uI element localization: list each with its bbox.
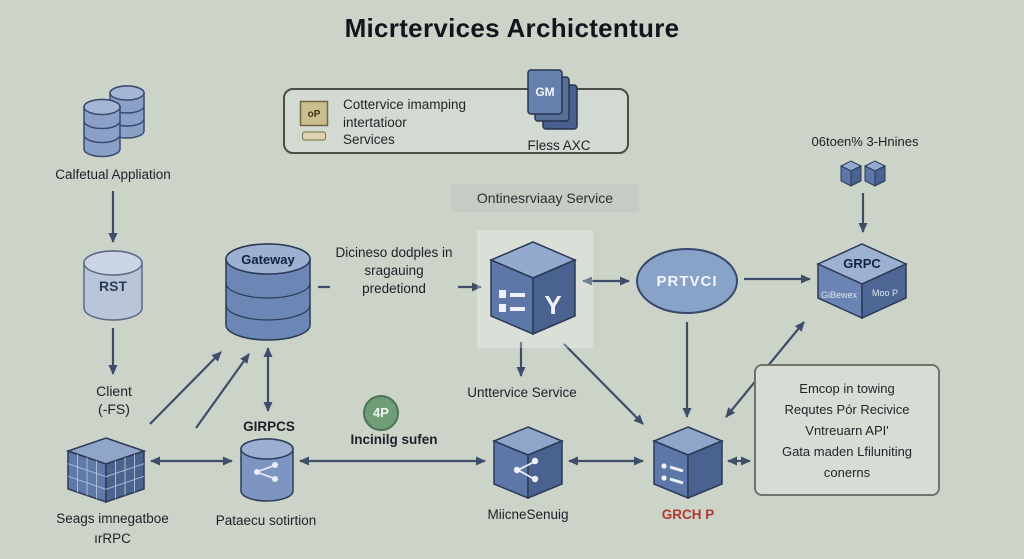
grpc-top-label: GRPC bbox=[843, 256, 881, 271]
legend-line-1: Cottervice imamping bbox=[343, 97, 467, 112]
rst-cylinder: RST bbox=[83, 250, 143, 321]
center-service-cube-icon: Y bbox=[489, 241, 577, 336]
legend-caption: Fless AXC bbox=[527, 138, 591, 153]
center-cube-glyph: Y bbox=[544, 290, 561, 320]
share-nodes-icon bbox=[513, 457, 539, 483]
list-glyph-icon bbox=[661, 463, 684, 485]
unttervice-label: Unttervice Service bbox=[467, 385, 577, 400]
legend-line-2: intertatioor bbox=[343, 114, 407, 130]
client-label: Client (-FS) bbox=[96, 383, 132, 417]
share-nodes-icon bbox=[254, 462, 278, 482]
service-chip-label: oP bbox=[308, 109, 321, 120]
prtvci-ellipse: PRTVCI bbox=[636, 248, 738, 314]
concerns-box: Emcop in towing Requtes Pór Recivice Vnt… bbox=[754, 364, 940, 496]
pataecu-label: Pataecu sotirtion bbox=[215, 513, 317, 528]
server-grid-cube-icon bbox=[65, 437, 147, 504]
pataecu-cylinder bbox=[240, 438, 294, 502]
db-label: Calfetual Appliation bbox=[55, 167, 171, 182]
grpc-box: GRPC GiBewex Moo P bbox=[816, 243, 908, 320]
grchp-label: GRCH P bbox=[661, 507, 715, 522]
miicne-label: MiicneSenuig bbox=[487, 507, 569, 522]
grpc-front-right-label: Moo P bbox=[872, 288, 898, 298]
edge-seags-gateway bbox=[195, 353, 250, 429]
stacked-squares-icon: GM bbox=[527, 69, 578, 130]
grchp-cube bbox=[652, 426, 724, 500]
person-badge-icon: 4P bbox=[363, 395, 399, 431]
miicne-cube bbox=[492, 426, 564, 500]
rst-label: RST bbox=[99, 278, 127, 294]
service-chip-icon: oP bbox=[299, 100, 329, 141]
stacked-squares-label: GM bbox=[535, 85, 554, 99]
prtvci-label: PRTVCI bbox=[656, 273, 717, 290]
flow-note: Dicineso dodples in sragauing predetiond bbox=[330, 244, 458, 298]
seags-label: Seags imnegatboe ırRPC bbox=[56, 511, 169, 546]
incinilg-label: Incinilg sufen bbox=[350, 432, 438, 447]
legend-line-3: Services bbox=[343, 132, 395, 147]
girpcs-label: GIRPCS bbox=[243, 419, 295, 434]
gateway-label: Gateway bbox=[241, 252, 295, 267]
ontinesrviaay-service-label: Ontinesrviaay Service bbox=[451, 184, 639, 212]
gateway-cylinder: Gateway bbox=[225, 243, 311, 341]
page-title: Micrtervices Archictenture bbox=[344, 13, 680, 43]
mini-cubes-icon bbox=[839, 160, 887, 187]
top-right-label: 06toen% 3-Hnines bbox=[811, 134, 919, 149]
grpc-front-left-label: GiBewex bbox=[821, 290, 858, 300]
database-stack-icon bbox=[83, 85, 145, 158]
